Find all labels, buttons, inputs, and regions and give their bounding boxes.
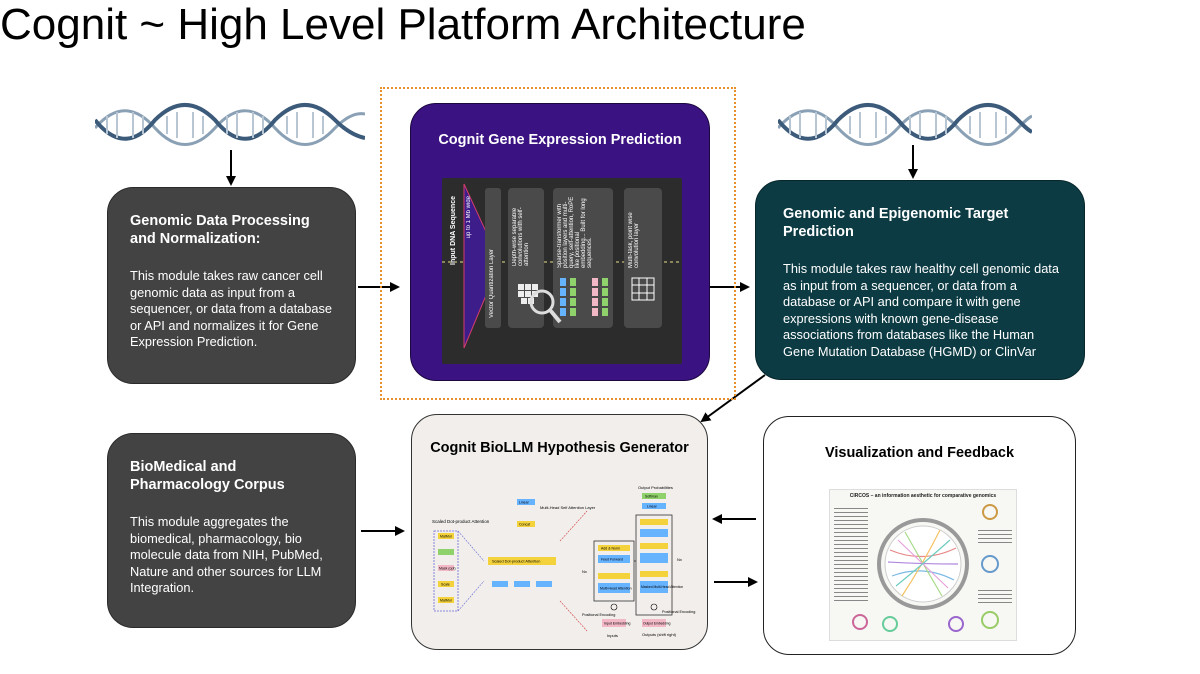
target-prediction-body: This module takes raw healthy cell genom… xyxy=(783,261,1059,359)
dna-helix-left-icon xyxy=(95,103,365,146)
page-title: Cognit ~ High Level Platform Architectur… xyxy=(0,0,806,49)
output-prob-label: Output Probabilities xyxy=(638,485,673,490)
enc-ff-label: Feed Forward xyxy=(601,558,623,562)
input-emb-label: Input Embedding xyxy=(604,622,631,626)
gene-layer-vq: Vector Quantization Layer xyxy=(489,248,495,318)
gene-expression-title: Cognit Gene Expression Prediction xyxy=(438,132,682,148)
softmax-label: Softmax xyxy=(645,495,658,499)
enc-addnorm-label: Add & Norm xyxy=(601,547,620,551)
output-emb-label: Output Embedding xyxy=(643,622,671,626)
outputs-label: Outputs (shift right) xyxy=(642,632,677,637)
pos-enc-left: Positional Encoding xyxy=(582,613,615,617)
corpus-box: BioMedical and Pharmacology Corpus This … xyxy=(107,433,356,628)
biollm-box: Cognit BioLLM Hypothesis Generator Scale… xyxy=(411,414,708,650)
corpus-body: This module aggregates the biomedical, p… xyxy=(130,514,323,595)
corpus-title: BioMedical and Pharmacology Corpus xyxy=(130,459,285,493)
genomic-processing-body: This module takes raw cancer cell genomi… xyxy=(130,268,333,349)
mask-label: Mask (opt) xyxy=(439,567,456,571)
biollm-title: Cognit BioLLM Hypothesis Generator xyxy=(430,440,689,456)
circos-poster-image: CIRCOS – an information aesthetic for co… xyxy=(829,489,1017,641)
sdpa-inner-label: Scaled Dot-product Attention xyxy=(492,560,540,564)
visualization-box: Visualization and Feedback CIRCOS – an i… xyxy=(763,416,1076,655)
gene-expression-highlight xyxy=(380,87,736,400)
scale-label: Scale xyxy=(441,583,450,587)
transformer-diagram: Scaled Dot-product Attention MatMul Mask… xyxy=(432,485,695,638)
dec-linear-label: Linear xyxy=(647,505,658,509)
mh-linear-top: Linear xyxy=(519,501,530,505)
circos-poster-title: CIRCOS – an information aesthetic for co… xyxy=(849,493,997,499)
dna-helix-right-icon xyxy=(778,103,1032,146)
matmul-label-bottom: MatMul xyxy=(440,599,452,603)
gene-model-diagram: Input DNA Sequence up to 1 Mb wide Vecto… xyxy=(442,178,682,364)
enc-mha-label: Multi-Head Attention xyxy=(600,587,632,591)
concat-label: Concat xyxy=(519,523,530,527)
gene-layer-conv: Depth-wise separable convolutions with s… xyxy=(512,207,530,266)
gene-layer-output: Multi-task, point wise convolution layer xyxy=(628,212,640,268)
masked-mha-label: Masked Multi-Head Attention xyxy=(641,585,683,589)
pos-enc-right: Positional Encoding xyxy=(662,610,695,614)
gene-input-label: Input DNA Sequence xyxy=(450,196,457,265)
gene-layer-transformer: Sparse-transformer with position layers … xyxy=(557,196,593,268)
genomic-processing-box: Genomic Data Processing and Normalizatio… xyxy=(107,187,356,384)
target-prediction-title: Genomic and Epigenomic Target Prediction xyxy=(783,206,1009,240)
sdpa-label: Scaled Dot-product Attention xyxy=(432,519,490,524)
inputs-label: Inputs xyxy=(607,633,618,638)
visualization-title: Visualization and Feedback xyxy=(824,445,1015,461)
matmul-label-top: MatMul xyxy=(440,535,452,539)
gene-input-sub: up to 1 Mb wide xyxy=(466,196,472,239)
target-prediction-box: Genomic and Epigenomic Target Prediction… xyxy=(755,180,1085,380)
genomic-processing-title: Genomic Data Processing and Normalizatio… xyxy=(130,213,310,247)
nx-right: Nx xyxy=(677,557,682,562)
mhsa-label: Multi-Head Self Attention Layer xyxy=(540,505,596,510)
gene-expression-box: Cognit Gene Expression Prediction xyxy=(410,103,710,381)
nx-left: Nx xyxy=(582,569,587,574)
